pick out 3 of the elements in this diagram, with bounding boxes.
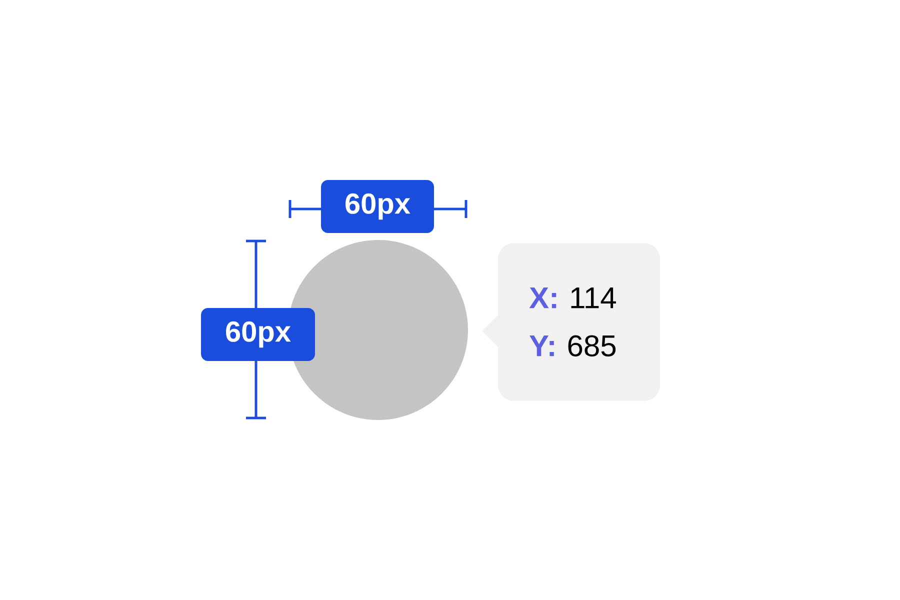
tooltip-box: X: 114 Y: 685 [482,243,660,401]
dimension-label: 60px [321,180,434,233]
dimension-label: 60px [201,308,315,361]
